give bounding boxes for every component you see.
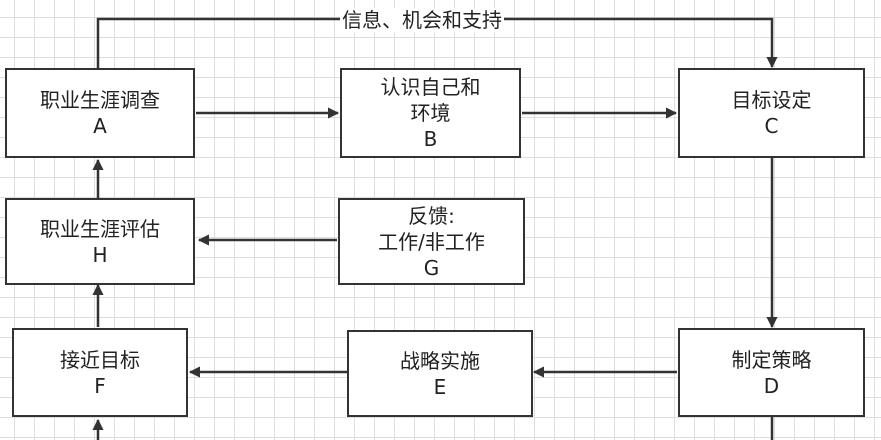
- node-e-letter: E: [433, 374, 447, 399]
- node-a-letter: A: [93, 114, 107, 138]
- node-g-feedback: 反馈: 工作/非工作 G: [338, 198, 525, 285]
- node-b-letter: B: [423, 127, 438, 151]
- node-h-title: 职业生涯评估: [40, 216, 160, 241]
- node-d-make-strategy: 制定策略 D: [678, 328, 865, 417]
- node-e-title: 战略实施: [400, 348, 480, 373]
- node-a-career-survey: 职业生涯调查 A: [5, 68, 195, 158]
- node-b-title-line1: 认识自己和: [380, 75, 481, 99]
- node-b-know-self-environment: 认识自己和 环境 B: [340, 68, 521, 158]
- node-f-title: 接近目标: [60, 347, 140, 372]
- edge-label-top: 信息、机会和支持: [340, 8, 504, 32]
- node-f-approach-goal: 接近目标 F: [12, 328, 188, 417]
- node-c-title: 目标设定: [731, 88, 812, 112]
- node-g-title-line1: 反馈:: [408, 203, 455, 228]
- node-h-letter: H: [92, 242, 108, 267]
- node-b-title-line2: 环境: [410, 101, 451, 125]
- node-d-title: 制定策略: [731, 347, 812, 372]
- node-e-strategy-implementation: 战略实施 E: [347, 330, 533, 417]
- node-f-letter: F: [94, 373, 106, 398]
- node-d-letter: D: [763, 373, 780, 398]
- node-h-career-evaluation: 职业生涯评估 H: [5, 198, 195, 285]
- node-g-title-line2: 工作/非工作: [378, 229, 485, 254]
- node-c-goal-setting: 目标设定 C: [678, 68, 865, 158]
- node-a-title: 职业生涯调查: [40, 88, 160, 112]
- node-c-letter: C: [764, 114, 779, 138]
- node-g-letter: G: [423, 255, 440, 280]
